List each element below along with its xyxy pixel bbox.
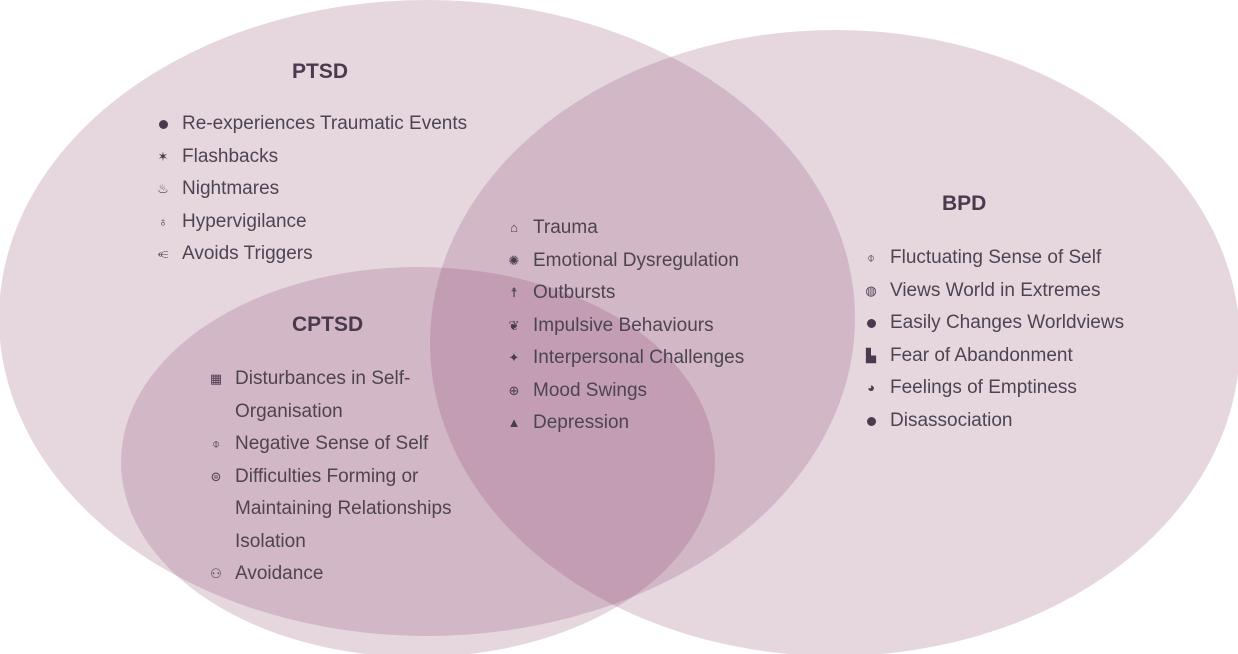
list-item: ▙ Fear of Abandonment — [860, 340, 1124, 373]
cptsd-item-label: Difficulties Forming or Maintaining Rela… — [235, 465, 452, 552]
list-item: ▲ Depression — [503, 407, 744, 440]
handshake-icon: ✦ — [508, 350, 520, 365]
shared-list: ⌂ Trauma ✺ Emotional Dysregulation ☨ Out… — [503, 212, 745, 440]
list-item: ☨ Outbursts — [503, 277, 744, 310]
face-icon — [860, 307, 882, 340]
bpd-circle — [430, 30, 1238, 654]
person-signal-icon: ⌽ — [867, 250, 875, 265]
fire-icon: ♁ — [158, 213, 168, 229]
bpd-item-label: Fluctuating Sense of Self — [890, 247, 1102, 268]
jar-icon: ⊜ — [210, 468, 222, 484]
cptsd-item-label: Avoidance — [235, 563, 324, 584]
running-icon: ⥺ — [157, 246, 169, 261]
list-item: ⌽ Negative Sense of Self — [205, 428, 485, 461]
people-icon: ⚇ — [210, 566, 222, 581]
cptsd-title: CPTSD — [292, 313, 364, 336]
list-item: ⚇ Avoidance — [205, 558, 485, 591]
list-item: Re-experiences Traumatic Events — [152, 108, 467, 141]
ptsd-list: Re-experiences Traumatic Events ✶ Flashb… — [152, 108, 467, 271]
shared-item-label: Interpersonal Challenges — [533, 347, 745, 368]
head-icon — [152, 108, 174, 141]
bed-icon: ♨ — [157, 181, 169, 196]
list-item: ⊜ Difficulties Forming or Maintaining Re… — [205, 461, 485, 559]
list-item: ⌂ Trauma — [503, 212, 744, 245]
ptsd-item-label: Hypervigilance — [182, 210, 307, 232]
sad-person-icon: ▲ — [507, 415, 521, 430]
bpd-item-label: Feelings of Emptiness — [890, 377, 1077, 398]
list-item: ◍ Views World in Extremes — [860, 275, 1124, 308]
list-item: ✦ Interpersonal Challenges — [503, 342, 745, 375]
shared-item-label: Mood Swings — [533, 379, 648, 401]
institution-icon: ⌂ — [510, 220, 518, 235]
door-icon: ▙ — [866, 347, 876, 363]
flashback-icon: ✶ — [157, 148, 169, 164]
cptsd-circle — [121, 267, 715, 654]
person-signal-icon: ⌽ — [212, 436, 220, 451]
slash-circle-icon — [860, 405, 882, 438]
list-item: ⊕ Mood Swings — [503, 375, 744, 408]
ptsd-item-label: Flashbacks — [182, 145, 279, 167]
shared-item-label: Outbursts — [533, 282, 616, 303]
bpd-item-label: Views World in Extremes — [890, 279, 1101, 301]
building-icon: ▦ — [209, 371, 223, 386]
brain-icon: ❦ — [508, 317, 520, 333]
shared-item-label: Trauma — [533, 217, 598, 238]
list-item: ✶ Flashbacks — [152, 141, 467, 174]
ptsd-item-label: Re-experiences Traumatic Events — [182, 113, 468, 134]
outburst-icon: ☨ — [510, 285, 518, 300]
ptsd-circle — [0, 0, 855, 636]
ptsd-item-label: Avoids Triggers — [182, 243, 313, 264]
ptsd-item-label: Nightmares — [182, 178, 280, 199]
bpd-list: ⌽ Fluctuating Sense of Self ◍ Views Worl… — [860, 242, 1124, 437]
bpd-item-label: Easily Changes Worldviews — [890, 312, 1125, 333]
globe-icon: ◍ — [865, 282, 877, 298]
list-item: ♨ Nightmares — [152, 173, 467, 206]
bpd-title: BPD — [942, 192, 987, 215]
masks-icon: ⊕ — [508, 382, 520, 398]
cptsd-item-label: Negative Sense of Self — [235, 433, 429, 454]
list-item: ♁ Hypervigilance — [152, 206, 467, 239]
storm-icon: ✺ — [508, 252, 520, 268]
bpd-item-label: Disassociation — [890, 409, 1013, 431]
list-item: ⌽ Fluctuating Sense of Self — [860, 242, 1124, 275]
head-profile-icon: ◕ — [867, 380, 875, 395]
shared-item-label: Depression — [533, 412, 630, 433]
list-item: ✺ Emotional Dysregulation — [503, 245, 744, 278]
list-item: ◕ Feelings of Emptiness — [860, 372, 1124, 405]
shared-item-label: Emotional Dysregulation — [533, 249, 739, 271]
list-item: ❦ Impulsive Behaviours — [503, 310, 744, 343]
list-item: Easily Changes Worldviews — [860, 307, 1124, 340]
list-item: ▦ Disturbances in Self-Organisation — [205, 363, 485, 428]
cptsd-list: ▦ Disturbances in Self-Organisation ⌽ Ne… — [205, 363, 485, 591]
shared-item-label: Impulsive Behaviours — [533, 314, 714, 336]
ptsd-title: PTSD — [292, 60, 349, 83]
cptsd-item-label: Disturbances in Self-Organisation — [235, 368, 411, 422]
bpd-item-label: Fear of Abandonment — [890, 344, 1073, 366]
list-item: ⥺ Avoids Triggers — [152, 238, 467, 271]
list-item: Disassociation — [860, 405, 1124, 438]
